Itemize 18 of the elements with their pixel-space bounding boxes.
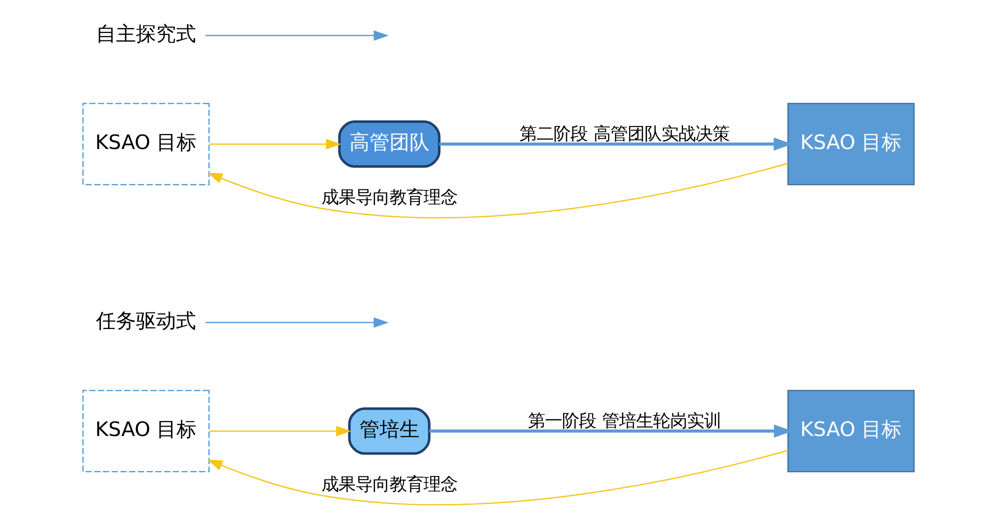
- edge-label: 第一阶段 管培生轮岗实训: [528, 411, 721, 432]
- arrow: [206, 317, 389, 328]
- node-box: KSAO 目标: [787, 390, 915, 472]
- edge-label: 成果导向教育理念: [321, 188, 458, 208]
- node-box: KSAO 目标: [82, 102, 210, 186]
- edge-label: 成果导向教育理念: [321, 474, 458, 495]
- node-box: 高管团队: [338, 120, 440, 168]
- arrow: [209, 138, 342, 150]
- arrow: [209, 426, 352, 436]
- node-text: 任务驱动式: [96, 308, 196, 332]
- node-box: 管培生: [348, 407, 430, 455]
- arrow: [206, 30, 389, 41]
- arrow: [207, 450, 788, 506]
- node-box: KSAO 目标: [82, 390, 210, 472]
- node-box: KSAO 目标: [787, 102, 915, 186]
- node-text: 自主探究式: [96, 21, 196, 46]
- edge-label: 第二阶段 高管团队实战决策: [520, 124, 730, 144]
- arrow: [207, 162, 788, 218]
